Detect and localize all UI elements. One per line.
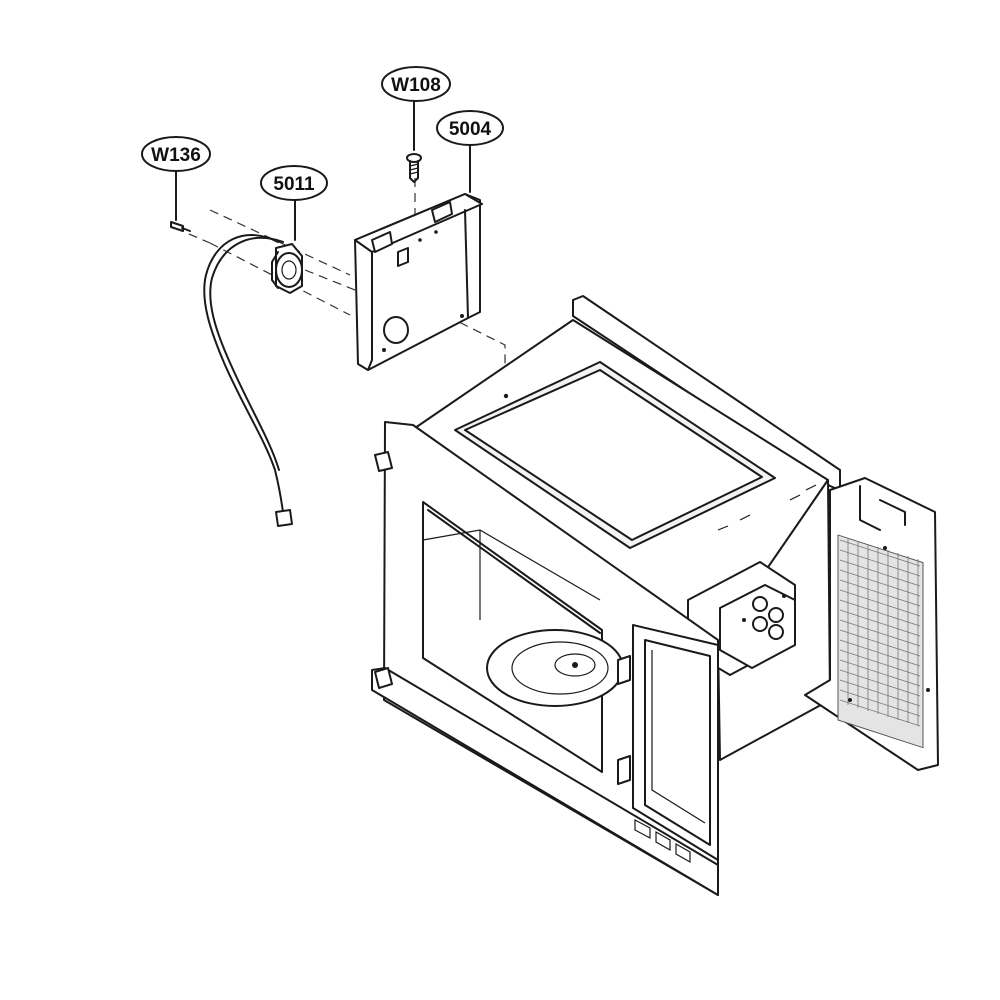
callout-5004-bubble xyxy=(436,110,504,146)
callout-5011-bubble xyxy=(260,165,328,201)
callout-w108-bubble xyxy=(381,66,451,102)
callout-5004-label: 5004 xyxy=(449,119,492,140)
callout-5011: 5011 xyxy=(260,165,328,201)
callout-w108-label: W108 xyxy=(391,75,441,96)
screw-w136 xyxy=(170,171,191,232)
callout-w136: W136 xyxy=(141,136,211,172)
bracket-5004 xyxy=(354,144,483,371)
callout-5011-label: 5011 xyxy=(273,174,315,195)
lamp-socket-5011 xyxy=(203,199,303,527)
callout-w136-label: W136 xyxy=(151,145,201,166)
callout-w136-bubble xyxy=(141,136,211,172)
screw-w108 xyxy=(406,99,422,183)
perforation-pattern xyxy=(839,538,921,727)
callout-w108: W108 xyxy=(381,66,451,102)
side-panel-perforated xyxy=(804,477,939,771)
cavity-assembly xyxy=(371,295,841,896)
callout-5004: 5004 xyxy=(436,110,504,146)
